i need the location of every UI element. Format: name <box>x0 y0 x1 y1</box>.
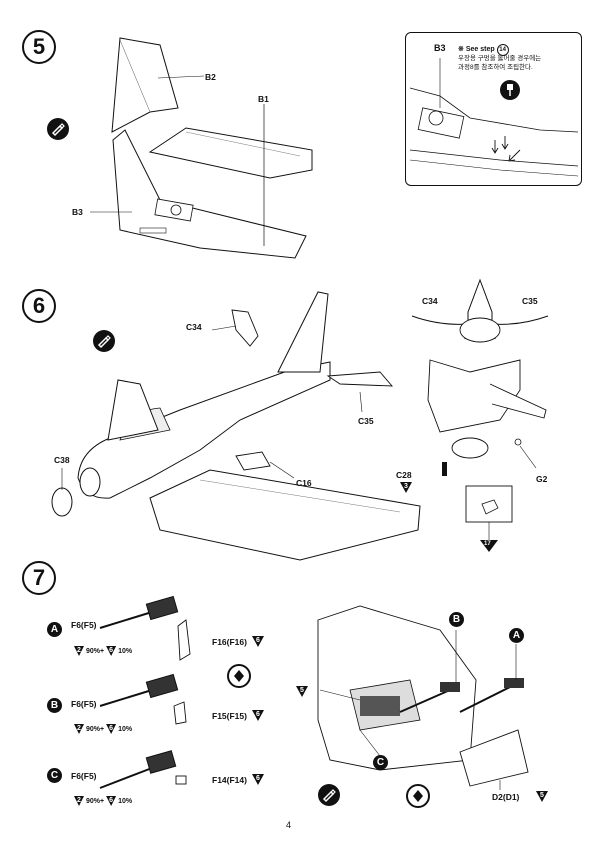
part-label: F15(F15) <box>212 711 247 721</box>
label-c35: C35 <box>358 416 374 426</box>
inset-note-line2: 우장용 구멍을 뚫어줄 경우에는 <box>458 55 542 62</box>
part-label: F6(F5) <box>71 699 97 709</box>
step-6-number: 6 <box>22 289 56 323</box>
label-b2: B2 <box>205 72 216 82</box>
paint-triangle: 6 <box>252 636 264 647</box>
part-label: F16(F16) <box>212 637 247 647</box>
option-letter: B <box>47 698 62 713</box>
assembly-letter-a: A <box>509 628 524 643</box>
assembly-paint-triangle: 5 <box>296 686 308 697</box>
glue-icon <box>47 118 69 140</box>
drill-icon <box>500 80 520 100</box>
label-front-c35: C35 <box>522 296 538 306</box>
glue-icon <box>93 330 115 352</box>
inset-label-b3: B3 <box>434 43 446 53</box>
assembly-letter-b: B <box>449 612 464 627</box>
inset-note-line1: ※ See step 14 <box>458 44 509 56</box>
label-front-c34: C34 <box>422 296 438 306</box>
label-c28: C28 <box>396 470 412 480</box>
part-label: F6(F5) <box>71 620 97 630</box>
label-b1: B1 <box>258 94 269 104</box>
step-5-number: 5 <box>22 30 56 64</box>
inset-note-line3: 과정8를 참조하여 조립한다. <box>458 64 533 71</box>
part-label: F14(F14) <box>212 775 247 785</box>
d2-paint-triangle: 5 <box>536 791 548 802</box>
paint-triangle: 6 <box>252 710 264 721</box>
label-c34: C34 <box>186 322 202 332</box>
label-d2: D2(D1) <box>492 792 520 802</box>
assembly-letter-c: C <box>373 755 388 770</box>
note-step-ref: 14 <box>496 44 509 56</box>
step5-inset <box>405 32 582 186</box>
label-g2: G2 <box>536 474 548 484</box>
step-7-number: 7 <box>22 561 56 595</box>
label-b3: B3 <box>72 207 83 217</box>
c28-paint-triangle: 3 <box>400 482 412 493</box>
option-letter: C <box>47 768 62 783</box>
glue-icon <box>318 784 340 806</box>
paint-triangle: 6 <box>252 774 264 785</box>
page-number: 4 <box>286 820 292 830</box>
option-letter: A <box>47 622 62 637</box>
g2-paint-number: 17 <box>484 541 491 547</box>
label-c16: C16 <box>296 478 312 488</box>
label-c38: C38 <box>54 455 70 465</box>
part-label: F6(F5) <box>71 771 97 781</box>
